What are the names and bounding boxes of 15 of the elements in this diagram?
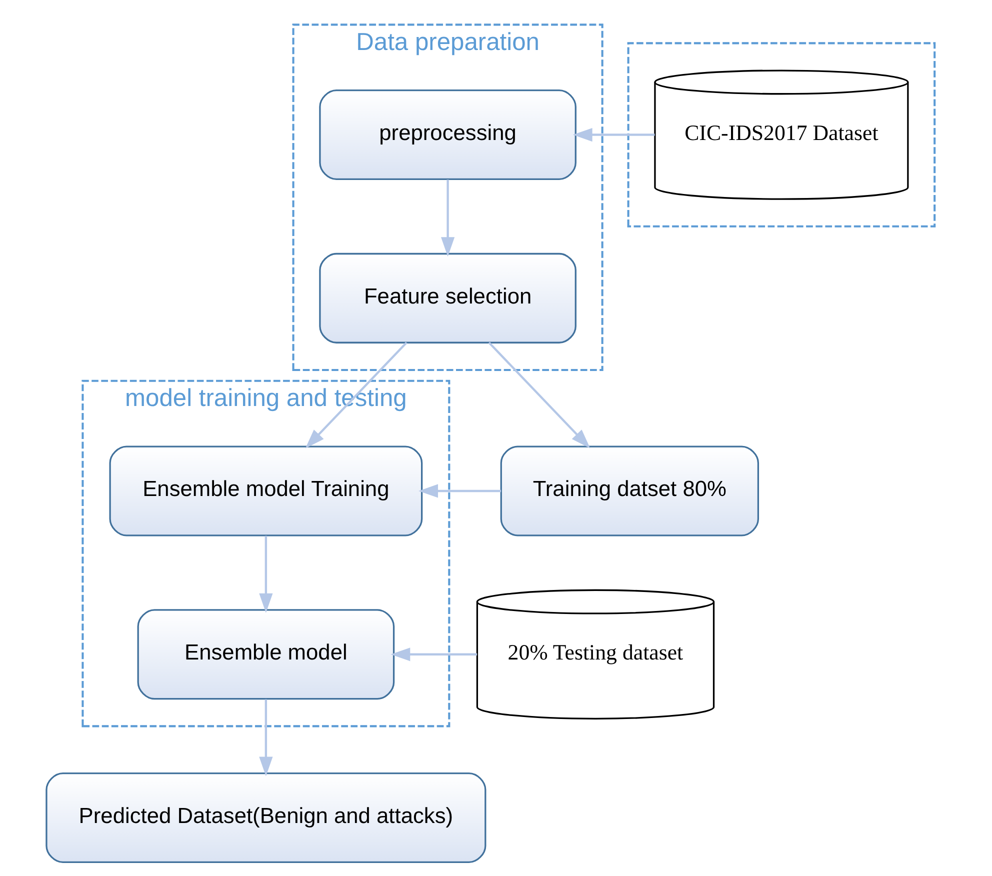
arrow	[572, 128, 655, 142]
node-box: Training datset 80%	[500, 446, 760, 536]
node-box: Feature selection	[319, 252, 576, 344]
node-box: Ensemble model	[137, 609, 395, 700]
node-box: preprocessing	[319, 90, 576, 180]
arrow	[418, 484, 501, 498]
arrow	[488, 342, 590, 448]
arrow	[259, 699, 273, 776]
node-box: Ensemble model Training	[109, 446, 423, 536]
node-box: Predicted Dataset(Benign and attacks)	[46, 772, 486, 864]
cluster	[627, 42, 936, 228]
arrow	[441, 180, 455, 257]
arrow	[390, 648, 478, 662]
arrow	[305, 342, 408, 448]
arrow	[259, 536, 273, 613]
